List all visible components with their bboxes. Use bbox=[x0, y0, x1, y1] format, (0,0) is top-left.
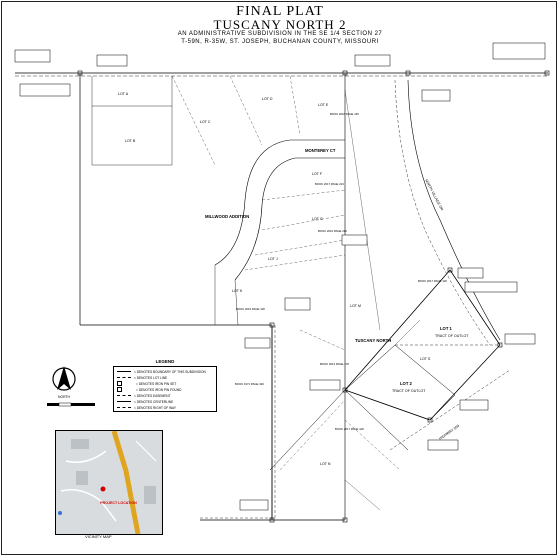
book-ref: BOOK 2017 PAGE 118 bbox=[418, 279, 447, 283]
scale-bar-icon bbox=[47, 402, 95, 407]
lot2-label: LOT 2 bbox=[400, 381, 413, 386]
book-ref: BOOK 2017 PAGE 118 bbox=[335, 427, 364, 431]
legend-box: LEGEND = DENOTES BOUNDARY OF THIS SUBDIV… bbox=[113, 359, 217, 412]
lot-label-g: LOT G bbox=[312, 217, 323, 221]
svg-text:N: N bbox=[61, 377, 66, 384]
lot-label-d: LOT D bbox=[262, 97, 273, 101]
book-ref: BOOK 2013 PAGE 178 bbox=[320, 362, 349, 366]
lot-label-a: LOT A bbox=[118, 92, 129, 96]
millwood-label: MILLWOOD ADDITION bbox=[205, 214, 249, 219]
location-marker-icon bbox=[100, 486, 106, 492]
lot1-area: TRACT OF OUTLOT bbox=[435, 334, 469, 338]
legend-item: = DENOTES RIGHT OF WAY bbox=[117, 405, 176, 410]
vicinity-caption: VICINITY MAP bbox=[85, 534, 112, 539]
court-label: MONTEREY CT bbox=[305, 148, 336, 153]
location-line: T-59N, R-35W, ST. JOSEPH, BUCHANAN COUNT… bbox=[181, 39, 379, 45]
north-label: NORTH bbox=[58, 395, 70, 399]
lot2-area: TRACT OF OUTLOT bbox=[392, 389, 426, 393]
plat-title: FINAL PLAT bbox=[236, 4, 324, 19]
lot-label-s: LOT S bbox=[420, 357, 431, 361]
highway-icon bbox=[111, 431, 141, 534]
lot-label-m: LOT M bbox=[350, 304, 361, 308]
callout-box bbox=[14, 49, 51, 63]
lot-label-e: LOT E bbox=[318, 103, 329, 107]
tuscany-north-label: TUSCANY NORTH bbox=[355, 338, 391, 343]
legend-item: = DENOTES IRON PIN SET bbox=[117, 381, 176, 386]
lot-label-n: LOT N bbox=[320, 462, 331, 466]
legend-item: = DENOTES BOUNDARY OF THIS SUBDIVISION bbox=[117, 369, 206, 374]
book-ref: BOOK 2015 PAGE 118 bbox=[236, 307, 265, 311]
lot-label-b: LOT B bbox=[125, 139, 136, 143]
lot-label-j: LOT J bbox=[268, 257, 278, 261]
project-location-label: PROJECT LOCATION bbox=[100, 501, 137, 505]
legend-item: = DENOTES IRON PIN FOUND bbox=[117, 387, 181, 392]
lot1-label: LOT 1 bbox=[440, 326, 453, 331]
lot-label-k: LOT K bbox=[232, 289, 243, 293]
highway-label: HIGHWAY 169 bbox=[438, 424, 460, 441]
subtitle-line: AN ADMINISTRATIVE SUBDIVISION IN THE SE … bbox=[177, 31, 383, 37]
legend-item: = DENOTES EASEMENT bbox=[117, 393, 171, 398]
vicinity-map: PROJECT LOCATION bbox=[55, 430, 163, 535]
road-label: NORTH VILLAGE DR bbox=[424, 179, 444, 212]
lot-label-c: LOT C bbox=[200, 120, 211, 124]
book-ref: BOOK 2017 PAGE 213 bbox=[315, 182, 344, 186]
lot-label-f: LOT F bbox=[312, 172, 323, 176]
subdivision-name: TUSCANY NORTH 2 bbox=[213, 17, 347, 32]
legend-title: LEGEND bbox=[155, 359, 175, 364]
book-ref: BOOK 1971 PAGE 320 bbox=[235, 382, 264, 386]
legend-item: = DENOTES LOT LINE bbox=[117, 375, 167, 380]
book-ref: BOOK 2016 PAGE 145 bbox=[330, 112, 359, 116]
book-ref: BOOK 2016 PAGE 220 bbox=[318, 229, 347, 233]
north-arrow-icon: N bbox=[52, 366, 76, 391]
legend-item: = DENOTES CENTERLINE bbox=[117, 399, 173, 404]
